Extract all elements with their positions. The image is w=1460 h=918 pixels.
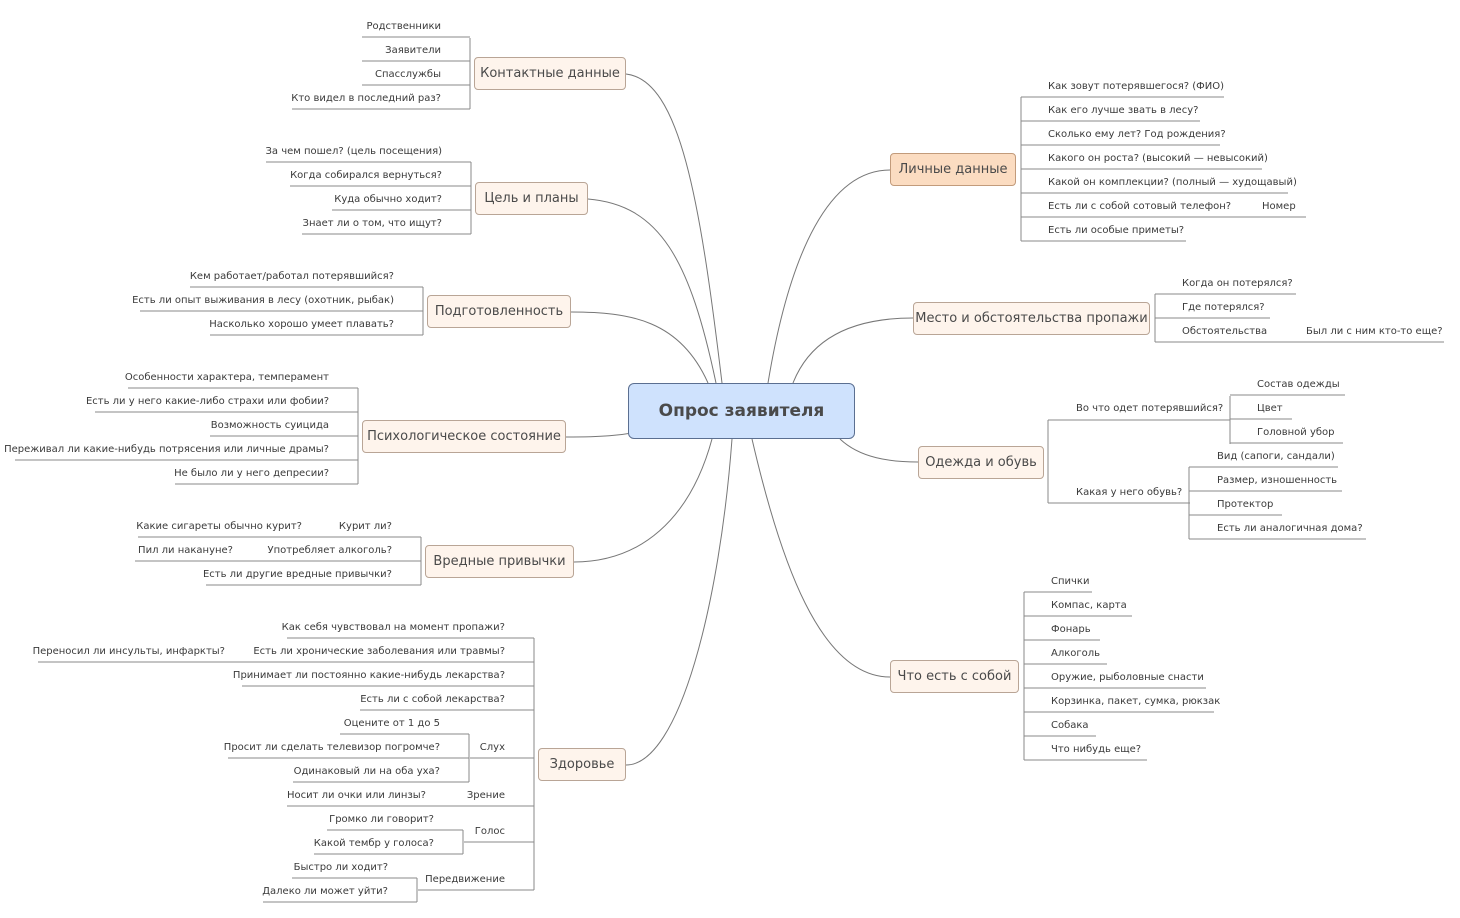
topic-personal-data[interactable]: Личные данные [890, 153, 1016, 186]
carry-item[interactable]: Собака [1051, 720, 1089, 731]
health-meds[interactable]: Принимает ли постоянно какие-нибудь лека… [232, 670, 505, 681]
movement-item[interactable]: Далеко ли может уйти? [262, 886, 388, 897]
health-meds-with[interactable]: Есть ли с собой лекарства? [360, 694, 505, 705]
psych-item[interactable]: Возможность суицида [210, 420, 329, 431]
dress-item[interactable]: Состав одежды [1257, 379, 1340, 390]
goals-item[interactable]: Куда обычно ходит? [334, 194, 442, 205]
habits-smoke-detail[interactable]: Какие сигареты обычно курит? [136, 521, 302, 532]
topic-goals-plans[interactable]: Цель и планы [475, 182, 588, 215]
carry-item[interactable]: Спички [1051, 576, 1090, 587]
psych-item[interactable]: Есть ли у него какие-либо страхи или фоб… [85, 396, 329, 407]
clothes-shoes[interactable]: Какая у него обувь? [1076, 487, 1183, 498]
psych-item[interactable]: Переживал ли какие-нибудь потрясения или… [4, 444, 329, 455]
shoes-item[interactable]: Размер, изношенность [1217, 475, 1338, 486]
habits-smoke[interactable]: Курит ли? [338, 521, 392, 532]
dress-item[interactable]: Головной убор [1257, 427, 1335, 438]
branch-connector [767, 169, 891, 384]
clothes-dress[interactable]: Во что одет потерявшийся? [1076, 403, 1224, 414]
branch-connector [570, 311, 709, 384]
personal-phone-number[interactable]: Номер [1262, 201, 1296, 212]
habits-alcohol-detail[interactable]: Пил ли накануне? [138, 545, 233, 556]
health-hearing[interactable]: Слух [479, 742, 505, 753]
carry-item[interactable]: Компас, карта [1051, 600, 1127, 611]
health-vision-detail[interactable]: Носит ли очки или линзы? [287, 790, 426, 801]
place-item[interactable]: Обстоятельства [1182, 326, 1268, 337]
goals-item[interactable]: Знает ли о том, что ищут? [302, 218, 442, 229]
carry-item[interactable]: Алкоголь [1051, 648, 1101, 659]
health-chronic[interactable]: Есть ли хронические заболевания или трав… [253, 646, 505, 657]
goals-item[interactable]: За чем пошел? (цель посещения) [265, 146, 443, 157]
personal-item[interactable]: Как его лучше звать в лесу? [1048, 105, 1199, 116]
prep-item[interactable]: Насколько хорошо умеет плавать? [209, 319, 394, 330]
personal-item[interactable]: Какой он комплекции? (полный — худощавый… [1048, 177, 1297, 188]
hearing-item[interactable]: Одинаковый ли на оба уха? [293, 766, 440, 777]
place-item[interactable]: Где потерялся? [1182, 302, 1265, 313]
branch-connector [625, 73, 723, 384]
personal-item[interactable]: Как зовут потерявшегося? (ФИО) [1048, 81, 1225, 92]
topic-place-circumstances[interactable]: Место и обстоятельства пропажи [913, 302, 1150, 335]
topic-bad-habits[interactable]: Вредные привычки [425, 545, 574, 578]
topic-psych-state[interactable]: Психологическое состояние [362, 420, 566, 453]
psych-item[interactable]: Особенности характера, темперамент [124, 372, 329, 383]
topic-items-carried[interactable]: Что есть с собой [890, 660, 1019, 693]
prep-item[interactable]: Есть ли опыт выживания в лесу (охотник, … [132, 295, 394, 306]
place-circumstances-detail[interactable]: Был ли с ним кто-то еще? [1306, 326, 1443, 337]
shoes-item[interactable]: Протектор [1217, 499, 1274, 510]
habits-other[interactable]: Есть ли другие вредные привычки? [202, 569, 392, 580]
carry-item[interactable]: Оружие, рыболовные снасти [1051, 672, 1204, 683]
personal-item[interactable]: Есть ли особые приметы? [1048, 225, 1185, 236]
branch-connector [573, 438, 713, 563]
carry-item[interactable]: Корзинка, пакет, сумка, рюкзак [1051, 696, 1221, 707]
place-item[interactable]: Когда он потерялся? [1182, 278, 1293, 289]
branch-connector [625, 438, 733, 766]
voice-item[interactable]: Громко ли говорит? [329, 814, 434, 825]
topic-clothes-shoes[interactable]: Одежда и обувь [918, 446, 1044, 479]
psych-item[interactable]: Не было ли у него депресии? [174, 468, 329, 479]
health-movement[interactable]: Передвижение [425, 874, 505, 885]
personal-item[interactable]: Сколько ему лет? Год рождения? [1048, 129, 1226, 140]
health-voice[interactable]: Голос [474, 826, 505, 837]
health-vision[interactable]: Зрение [466, 790, 505, 801]
carry-item[interactable]: Что нибудь еще? [1051, 744, 1142, 755]
dress-item[interactable]: Цвет [1257, 403, 1283, 414]
shoes-item[interactable]: Есть ли аналогичная дома? [1217, 523, 1363, 534]
health-chronic-detail[interactable]: Переносил ли инсульты, инфаркты? [32, 646, 225, 657]
contact-item[interactable]: Спасслужбы [374, 69, 441, 80]
contact-item[interactable]: Кто видел в последний раз? [291, 93, 441, 104]
topic-health[interactable]: Здоровье [538, 748, 626, 781]
shoes-item[interactable]: Вид (сапоги, сандали) [1217, 451, 1335, 462]
personal-item[interactable]: Какого он роста? (высокий — невысокий) [1048, 153, 1268, 164]
central-topic[interactable]: Опрос заявителя [628, 383, 855, 439]
branch-connector [792, 317, 914, 384]
branch-connector [751, 438, 891, 678]
contact-item[interactable]: Родственники [366, 21, 441, 32]
voice-item[interactable]: Какой тембр у голоса? [313, 838, 434, 849]
topic-contact-data[interactable]: Контактные данные [474, 57, 626, 90]
prep-item[interactable]: Кем работает/работал потерявшийся? [189, 271, 394, 282]
habits-alcohol[interactable]: Употребляет алкоголь? [267, 545, 392, 556]
hearing-item[interactable]: Оцените от 1 до 5 [343, 718, 440, 729]
topic-preparedness[interactable]: Подготовленность [427, 295, 571, 328]
movement-item[interactable]: Быстро ли ходит? [293, 862, 388, 873]
hearing-item[interactable]: Просит ли сделать телевизор погромче? [223, 742, 440, 753]
branch-connector [587, 198, 717, 384]
health-feel[interactable]: Как себя чувствовал на момент пропажи? [281, 622, 505, 633]
contact-item[interactable]: Заявители [385, 45, 441, 56]
goals-item[interactable]: Когда собирался вернуться? [290, 170, 442, 181]
carry-item[interactable]: Фонарь [1051, 624, 1091, 635]
personal-item[interactable]: Есть ли с собой сотовый телефон? [1048, 201, 1232, 212]
branch-connector [839, 438, 919, 463]
